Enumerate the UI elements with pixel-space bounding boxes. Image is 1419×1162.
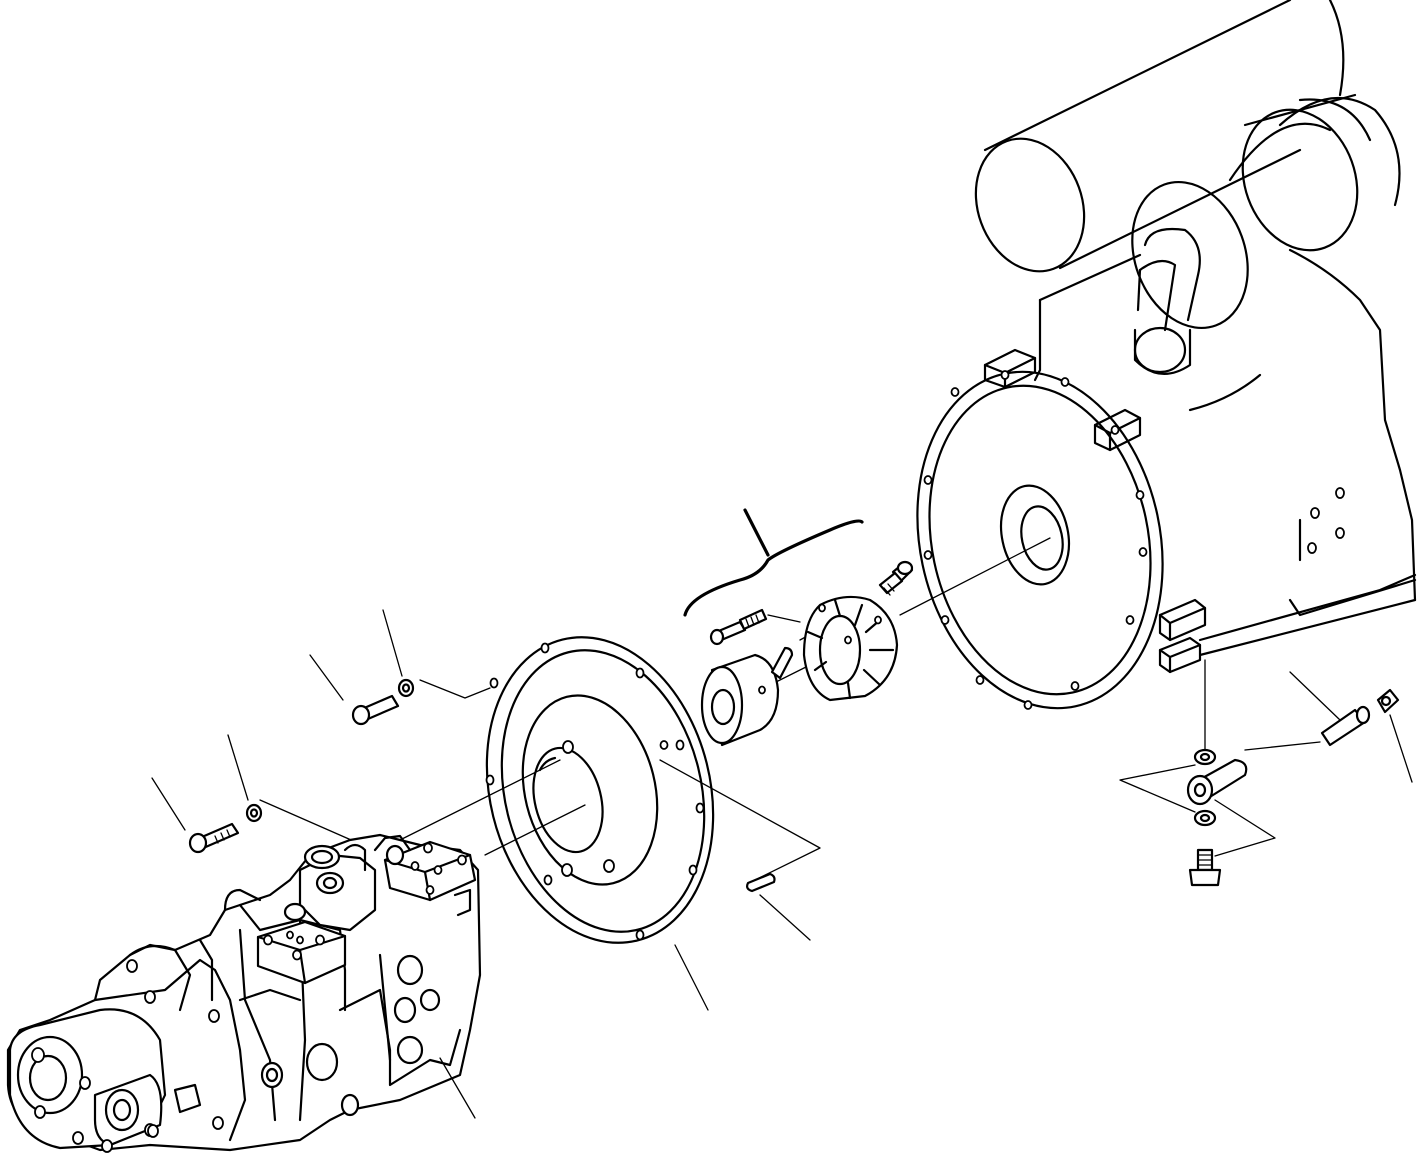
housing-bolt-holes: [923, 370, 1148, 710]
flywheel-housing: [916, 370, 1164, 710]
engine-icon: [974, 0, 1417, 674]
dowel-pin: [746, 872, 811, 941]
coupling-icon: [683, 508, 899, 747]
hydraulic-pump-icon: [6, 833, 709, 1153]
adapter-plate-icon: [485, 636, 715, 944]
plate-bolt-lower: [151, 734, 263, 854]
coupling-screw-1: [709, 608, 768, 646]
coupling-screw-2: [878, 560, 914, 596]
sensor-icon: [1119, 671, 1413, 887]
plate-bolt-upper: [309, 609, 415, 726]
plate-bolt-holes: [485, 642, 705, 941]
